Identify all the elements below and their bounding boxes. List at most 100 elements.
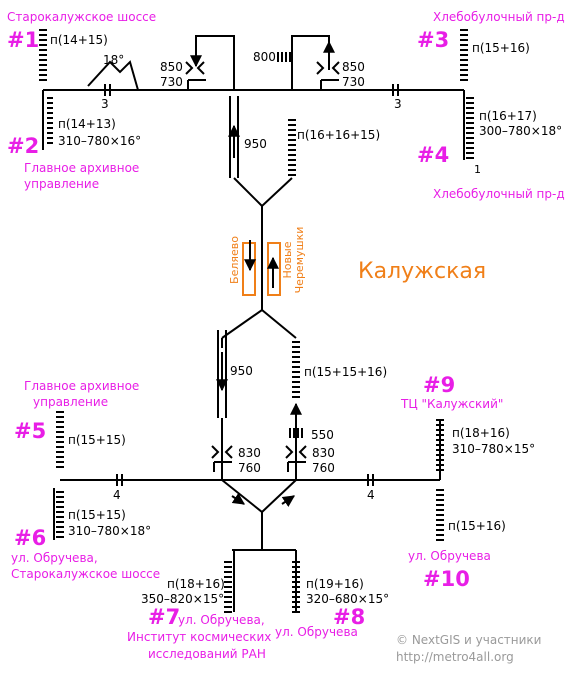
north-right-passage [291,35,330,90]
south-550-mark [289,428,303,438]
exit-2-name-2: управление [24,177,99,191]
exit-7-name-1: ул. Обручева, [178,613,265,627]
north-left-turnstile-width: 850 [160,60,183,74]
exit-4-number: #4 [417,143,449,167]
north-right-width-800: 800 [253,50,276,64]
exit-6-number: #6 [14,526,46,550]
exit-7-number: #7 [148,605,180,629]
north-ramp-angle: 18° [103,53,124,67]
exit-3-stairs [460,29,468,81]
exit-5-stairs [56,411,64,468]
exit-9-stairs-label: п(18+16) [452,426,510,440]
south-funnel-arrow-right [281,495,295,507]
exit-10-number: #10 [423,567,470,591]
exit-3-number: #3 [417,28,449,52]
exit-3-stairs-label: п(15+16) [472,41,530,55]
south-left-turnstile-width: 830 [238,446,261,460]
north-right-turnstile-mark [331,61,340,75]
north-left-flight-label: 950 [244,137,267,151]
south-right-step-count: 4 [367,488,375,502]
exit-6-name-2: Старокалужское шоссе [11,567,160,581]
north-800-mark [277,52,291,62]
exit-4-name: Хлебобулочный пр-д [433,187,565,201]
south-right-gate-width: 760 [312,461,335,475]
exit-8-number: #8 [333,605,365,629]
north-left-turnstile-mark [185,61,194,75]
south-left-gate-width: 760 [238,461,261,475]
north-right-flight-stairs [288,119,296,176]
north-right-flight-label: п(16+16+15) [297,128,380,142]
north-right-step-count: 3 [394,97,402,111]
south-right-width-550: 550 [311,428,334,442]
south-right-flight-label: п(15+15+16) [304,365,387,379]
exit-7-name-3: исследований РАН [148,647,266,661]
exit-5-name-1: Главное архивное [24,379,139,393]
exit-2-number: #2 [7,134,39,158]
south-right-turnstile-mark [285,445,294,459]
north-left-gate-width: 730 [160,75,183,89]
station-name: Калужская [358,259,486,284]
exit-5-number: #5 [14,419,46,443]
platform: Беляево Новые Черемушки Калужская [228,226,486,310]
exit-7-stairs-label: п(18+16) [167,577,225,591]
south-funnel-arrow-left [231,493,245,505]
exit-8-stairs-label: п(19+16) [306,577,364,591]
exit-2-stairs-label: п(14+13) [58,117,116,131]
exit-9-ramp-label: 310–780×15° [452,442,535,456]
exit-7-stairs [224,550,235,613]
north-ramp [87,60,139,91]
exit-5-stairs-label: п(15+15) [68,433,126,447]
north-hall [39,29,474,226]
exit-3-name: Хлебобулочный пр-д [433,10,565,24]
exit-4-stairs [463,90,474,160]
exit-8-stairs [292,550,300,613]
exit-7-name-2: Институт космических [127,630,271,644]
platform-label-right-2: Черемушки [293,227,306,294]
exit-6-stairs-label: п(15+15) [68,508,126,522]
north-right-gate-width: 730 [342,75,365,89]
exit-4-stairs-label: п(16+17) [479,109,537,123]
exit-2-ramp-label: 310–780×16° [58,134,141,148]
north-left-turnstile-mark [196,61,205,75]
exit-1-stairs [39,29,47,81]
north-right-turnstile-mark [316,61,325,75]
exit-10-stairs [436,489,444,541]
exit-4-ramp-label: 300–780×18° [479,124,562,138]
credits-line-2: http://metro4all.org [396,650,514,664]
exit-4-extra-label: 1 [474,163,481,176]
credits-line-1: © NextGIS и участники [396,633,541,647]
exit-9-number: #9 [423,373,455,397]
platform-right-box [267,242,281,296]
exit-2-name-1: Главное архивное [24,161,139,175]
exit-2-stairs [42,90,53,150]
south-right-turnstile-mark [298,445,307,459]
exit-8-name: ул. Обручева [275,625,358,639]
exit-8-ramp-label: 320–680×15° [306,592,389,606]
south-left-step-count: 4 [113,488,121,502]
south-left-turnstile-mark [211,445,220,459]
exit-9-stairs [436,419,444,480]
exit-1-stairs-label: п(14+15) [50,33,108,47]
south-right-flight-stairs [292,341,300,398]
exit-1-name: Старокалужское шоссе [7,10,156,24]
south-hall [53,308,444,613]
exit-6-ramp-label: 310–780×18° [68,524,151,538]
exit-9-name: ТЦ "Калужский" [400,397,503,411]
exit-10-name: ул. Обручева [408,549,491,563]
north-right-turnstile-width: 850 [342,60,365,74]
exit-1-number: #1 [7,28,39,52]
north-left-step-count: 3 [101,97,109,111]
exit-10-stairs-label: п(15+16) [448,519,506,533]
platform-label-right-1: Новые [281,241,294,278]
south-right-turnstile-width: 830 [312,446,335,460]
south-left-flight-label: 950 [230,364,253,378]
exit-6-stairs [53,488,64,540]
platform-label-left: Беляево [228,236,241,284]
exit-7-ramp-label: 350–820×15° [141,592,224,606]
exit-5-name-2: управление [33,395,108,409]
south-left-turnstile-mark [224,445,233,459]
south-fork [221,308,297,339]
north-fork [233,177,293,208]
